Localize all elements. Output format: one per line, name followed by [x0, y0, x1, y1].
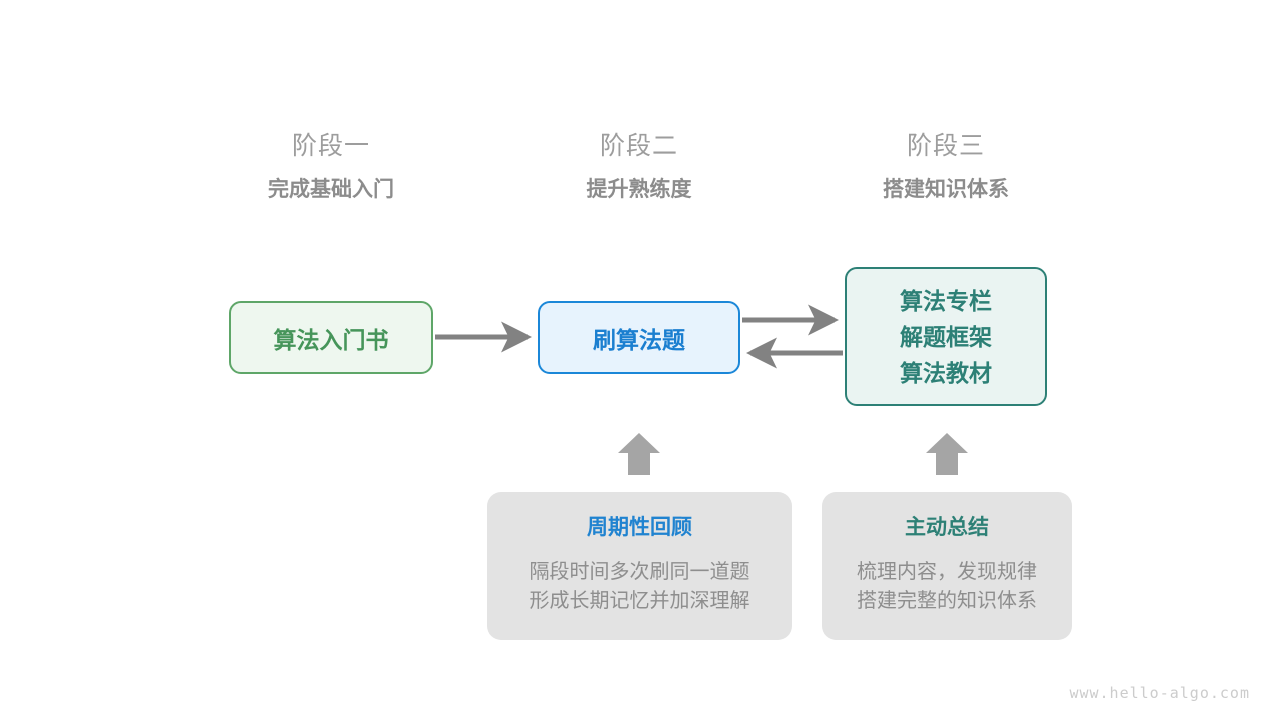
node-label-green: 算法入门书 [273, 326, 389, 353]
card-periodic-review[interactable]: 周期性回顾 隔段时间多次刷同一道题 形成长期记忆并加深理解 [487, 492, 792, 640]
stage-title-2: 阶段二 [599, 132, 678, 160]
stage-title-1: 阶段一 [291, 132, 370, 160]
stage-header-1: 阶段一 完成基础入门 [221, 130, 441, 205]
card-body-line-2: 搭建完整的知识体系 [857, 590, 1037, 612]
node-knowledge-resources[interactable]: 算法专栏 解题框架 算法教材 [845, 267, 1047, 406]
card-title-active-summary: 主动总结 [905, 516, 989, 539]
stage-subtitle-1: 完成基础入门 [268, 178, 394, 201]
stage-title-3: 阶段三 [906, 132, 985, 160]
node-label-teal-1: 算法专栏 [900, 287, 992, 314]
card-title-periodic-review: 周期性回顾 [587, 516, 692, 539]
card-active-summary[interactable]: 主动总结 梳理内容，发现规律 搭建完整的知识体系 [822, 492, 1072, 640]
stage-header-2: 阶段二 提升熟练度 [529, 130, 749, 205]
node-practice-problems[interactable]: 刷算法题 [538, 301, 740, 374]
stage-subtitle-3: 搭建知识体系 [883, 178, 1009, 201]
card-body-active-summary: 梳理内容，发现规律 搭建完整的知识体系 [822, 558, 1072, 616]
card-body-line-2: 形成长期记忆并加深理解 [529, 590, 750, 612]
node-label-teal-3: 算法教材 [900, 359, 992, 386]
watermark: www.hello-algo.com [1069, 684, 1250, 702]
stage-subtitle-2: 提升熟练度 [586, 178, 692, 201]
node-algorithm-intro-book[interactable]: 算法入门书 [229, 301, 433, 374]
arrow-summary-card-up [926, 433, 968, 475]
card-body-line-1: 梳理内容，发现规律 [857, 561, 1037, 583]
node-label-blue: 刷算法题 [593, 326, 685, 353]
card-body-periodic-review: 隔段时间多次刷同一道题 形成长期记忆并加深理解 [487, 558, 792, 616]
node-label-teal-2: 解题框架 [900, 323, 992, 350]
stage-header-3: 阶段三 搭建知识体系 [836, 130, 1056, 205]
arrow-review-card-up [618, 433, 660, 475]
card-body-line-1: 隔段时间多次刷同一道题 [529, 561, 750, 583]
